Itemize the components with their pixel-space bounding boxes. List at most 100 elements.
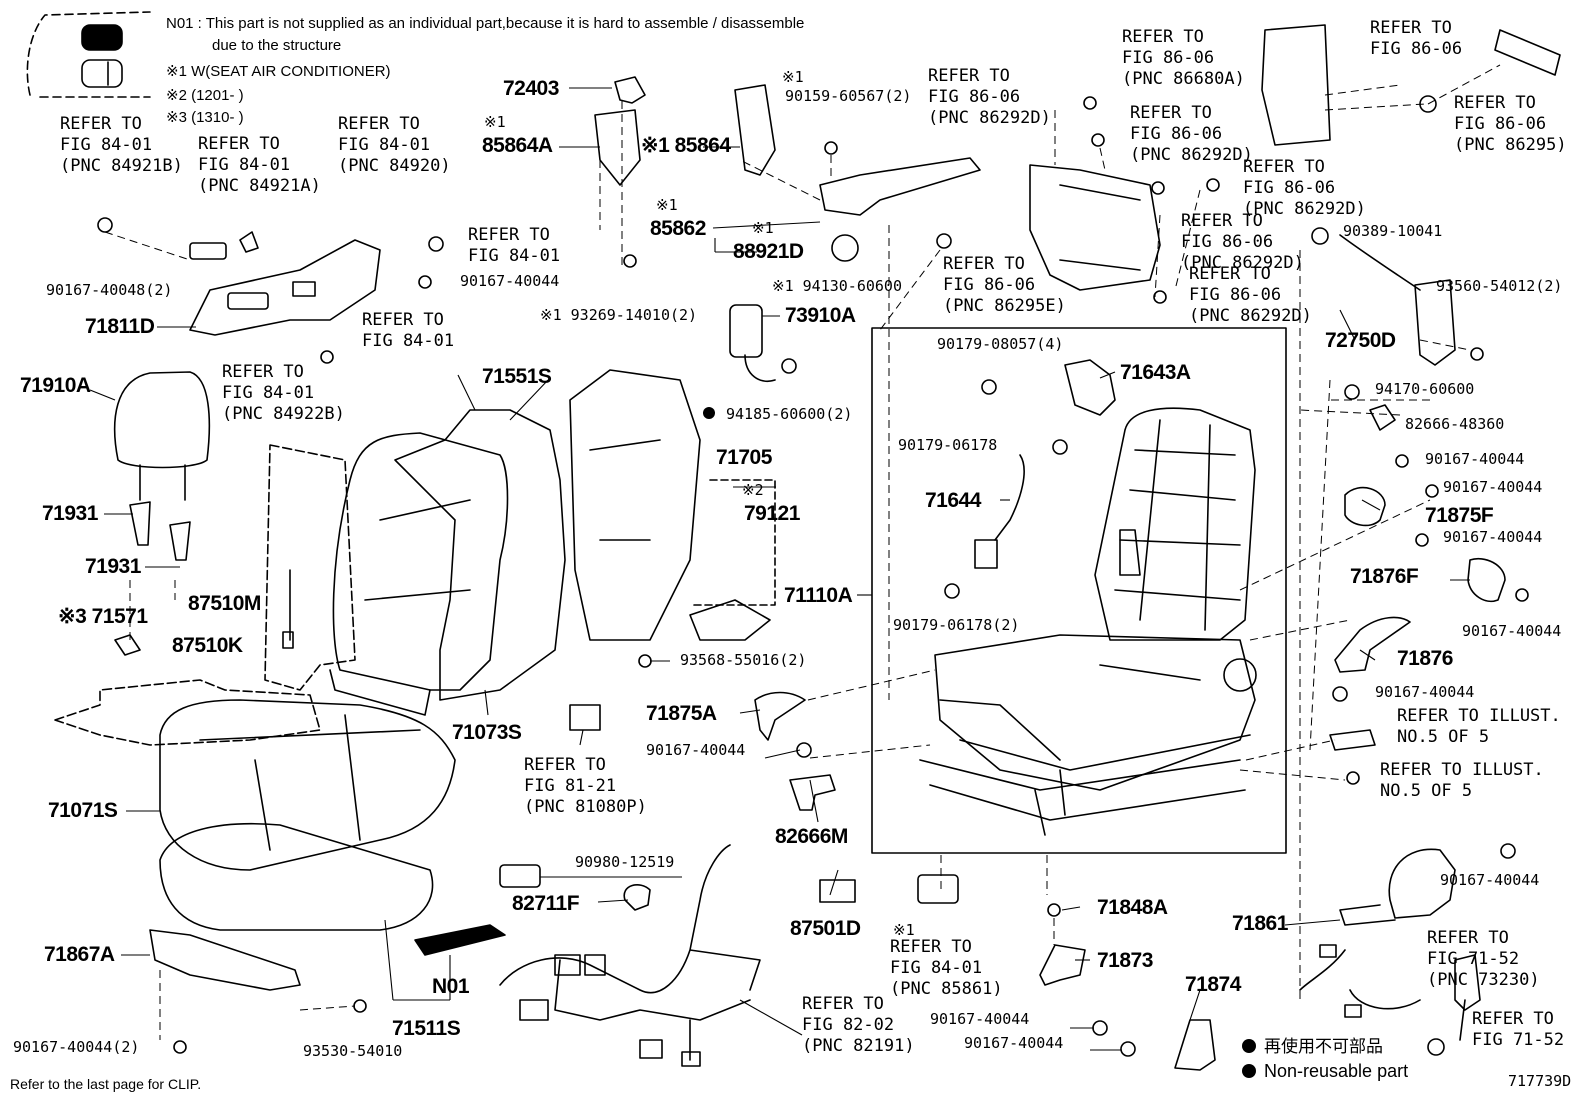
seatback-pad-71551S: [394, 409, 566, 701]
refer-callout[interactable]: REFER TO FIG 86-06 (PNC 86295): [1454, 93, 1567, 155]
refer-callout[interactable]: REFER TO FIG 84-01 (PNC 85861): [890, 937, 1003, 999]
seatback-back-board: [569, 369, 701, 641]
fastener-number[interactable]: 90167-40044: [646, 741, 746, 759]
fastener-number[interactable]: 90167-40044(2): [13, 1038, 140, 1056]
fastener-number[interactable]: 93568-55016(2): [680, 651, 807, 669]
refer-callout[interactable]: REFER TO FIG 86-06 (PNC 86292D): [1181, 211, 1304, 273]
non-reusable-marker-en: [1242, 1064, 1256, 1078]
part-number[interactable]: 71876F: [1350, 565, 1419, 588]
part-number[interactable]: 71705: [716, 446, 772, 469]
legend-filled-part-icon: [81, 24, 123, 51]
fastener-number[interactable]: 90167-40044: [1443, 478, 1543, 496]
fastener-number[interactable]: 90980-12519: [575, 853, 675, 871]
refer-callout[interactable]: REFER TO FIG 86-06 (PNC 86295E): [943, 254, 1066, 316]
fastener-number[interactable]: 94170-60600: [1375, 380, 1475, 398]
fastener-number[interactable]: 90167-40044: [930, 1010, 1030, 1028]
part-number[interactable]: 87510K: [172, 634, 243, 657]
refer-callout[interactable]: REFER TO ILLUST. NO.5 OF 5: [1380, 760, 1544, 801]
fastener-number[interactable]: 90167-40044: [964, 1034, 1064, 1052]
refer-callout[interactable]: REFER TO FIG 84-01: [468, 225, 561, 266]
cover-71876F: [1467, 558, 1506, 602]
part-number[interactable]: 71551S: [482, 365, 552, 388]
refer-callout[interactable]: REFER TO FIG 82-02 (PNC 82191): [802, 994, 915, 1056]
refer-callout[interactable]: REFER TO FIG 84-01 (PNC 84921A): [198, 134, 321, 196]
fastener-number[interactable]: 90179-08057(4): [937, 335, 1064, 353]
part-number[interactable]: 72750D: [1325, 329, 1396, 352]
refer-callout[interactable]: REFER TO FIG 71-52: [1472, 1009, 1565, 1050]
part-number[interactable]: 73910A: [785, 304, 856, 327]
fastener-number[interactable]: 90167-40044: [1375, 683, 1475, 701]
refer-callout[interactable]: REFER TO FIG 71-52 (PNC 73230): [1427, 928, 1540, 990]
refer-callout[interactable]: REFER TO FIG 86-06 (PNC 86292D): [1189, 264, 1312, 326]
part-number[interactable]: 71071S: [48, 799, 118, 822]
fastener-number[interactable]: 90167-40044: [1462, 622, 1562, 640]
part-number[interactable]: 71073S: [452, 721, 522, 744]
seat-frame-cushion: [934, 634, 1256, 791]
part-number[interactable]: 71910A: [20, 374, 91, 397]
part-number[interactable]: 87501D: [790, 917, 861, 940]
part-number[interactable]: 85862: [650, 217, 706, 240]
refer-callout[interactable]: REFER TO FIG 86-06: [1370, 18, 1463, 59]
refer-callout[interactable]: REFER TO FIG 86-06 (PNC 86292D): [1130, 103, 1253, 165]
fastener-number[interactable]: 93530-54010: [303, 1042, 403, 1060]
refer-callout[interactable]: REFER TO FIG 84-01: [362, 310, 455, 351]
fastener-number[interactable]: 90167-40044: [460, 272, 560, 290]
part-number[interactable]: 71874: [1185, 973, 1241, 996]
fastener-number[interactable]: ※1 93269-14010(2): [540, 306, 698, 324]
frame-assembly-box: [871, 327, 1287, 854]
part-number[interactable]: 82711F: [512, 892, 580, 915]
refer-callout[interactable]: REFER TO FIG 84-01 (PNC 84920): [338, 114, 451, 176]
part-number[interactable]: 85864A: [482, 134, 553, 157]
fastener-number[interactable]: 82666-48360: [1405, 415, 1505, 433]
refer-callout[interactable]: REFER TO FIG 84-01 (PNC 84921B): [60, 114, 183, 176]
part-number[interactable]: ※3 71571: [58, 605, 148, 628]
part-number[interactable]: 71876: [1397, 647, 1453, 670]
fastener-number[interactable]: ※1 94130-60600: [772, 277, 902, 295]
refer-callout[interactable]: REFER TO FIG 86-06 (PNC 86292D): [1243, 157, 1366, 219]
bracket-71643A: [1064, 359, 1116, 416]
grommet-88921D: [831, 234, 859, 262]
lever-71876: [1334, 616, 1411, 673]
part-number[interactable]: 71848A: [1097, 896, 1168, 919]
fastener-number[interactable]: 90167-40044: [1443, 528, 1543, 546]
part-number[interactable]: 88921D: [733, 240, 804, 263]
fastener-number[interactable]: 90167-40048(2): [46, 281, 173, 299]
part-number[interactable]: 71875F: [1425, 504, 1494, 527]
note-x2: ※2 (1201- ): [166, 87, 244, 104]
part-number[interactable]: 71875A: [646, 702, 717, 725]
refer-callout[interactable]: REFER TO FIG 84-01 (PNC 84922B): [222, 362, 345, 424]
part-number[interactable]: 71931: [42, 502, 98, 525]
fastener-number[interactable]: 90159-60567(2): [785, 87, 912, 105]
part-number[interactable]: 71931: [85, 555, 141, 578]
part-number[interactable]: 71644: [925, 489, 981, 512]
part-number[interactable]: N01: [432, 975, 470, 998]
refer-callout[interactable]: REFER TO FIG 86-06 (PNC 86292D): [928, 66, 1051, 128]
part-number[interactable]: 71110A: [784, 584, 853, 607]
refer-callout[interactable]: REFER TO FIG 81-21 (PNC 81080P): [524, 755, 647, 817]
part-number[interactable]: 71861: [1232, 912, 1288, 935]
refer-callout[interactable]: REFER TO FIG 86-06 (PNC 86680A): [1122, 27, 1245, 89]
part-number[interactable]: 71811D: [85, 315, 155, 338]
recline-lever-cover-72403: [614, 76, 646, 104]
part-number[interactable]: 71873: [1097, 949, 1153, 972]
part-number[interactable]: ※1 85864: [641, 134, 731, 157]
part-number[interactable]: 71867A: [44, 943, 115, 966]
seat-track-rails: [919, 734, 1251, 821]
fastener-number[interactable]: 90167-40044: [1425, 450, 1525, 468]
fastener-number[interactable]: 90389-10041: [1343, 222, 1443, 240]
part-number[interactable]: 79121: [744, 502, 800, 525]
part-number[interactable]: 82666M: [775, 825, 848, 848]
headrest-shape: [113, 371, 211, 469]
refer-callout[interactable]: REFER TO ILLUST. NO.5 OF 5: [1397, 706, 1561, 747]
fastener-number[interactable]: 90179-06178(2): [893, 616, 1020, 634]
part-number[interactable]: 87510M: [188, 592, 261, 615]
part-number[interactable]: 71643A: [1120, 361, 1191, 384]
legend-frame: [26, 11, 151, 96]
fastener-number[interactable]: 90179-06178: [898, 436, 998, 454]
fastener-number[interactable]: 93560-54012(2): [1436, 277, 1563, 295]
fastener-number[interactable]: 94185-60600(2): [726, 405, 853, 423]
part-number[interactable]: 72403: [503, 77, 559, 100]
part-number[interactable]: 71511S: [392, 1017, 461, 1040]
fastener-number[interactable]: 90167-40044: [1440, 871, 1540, 889]
